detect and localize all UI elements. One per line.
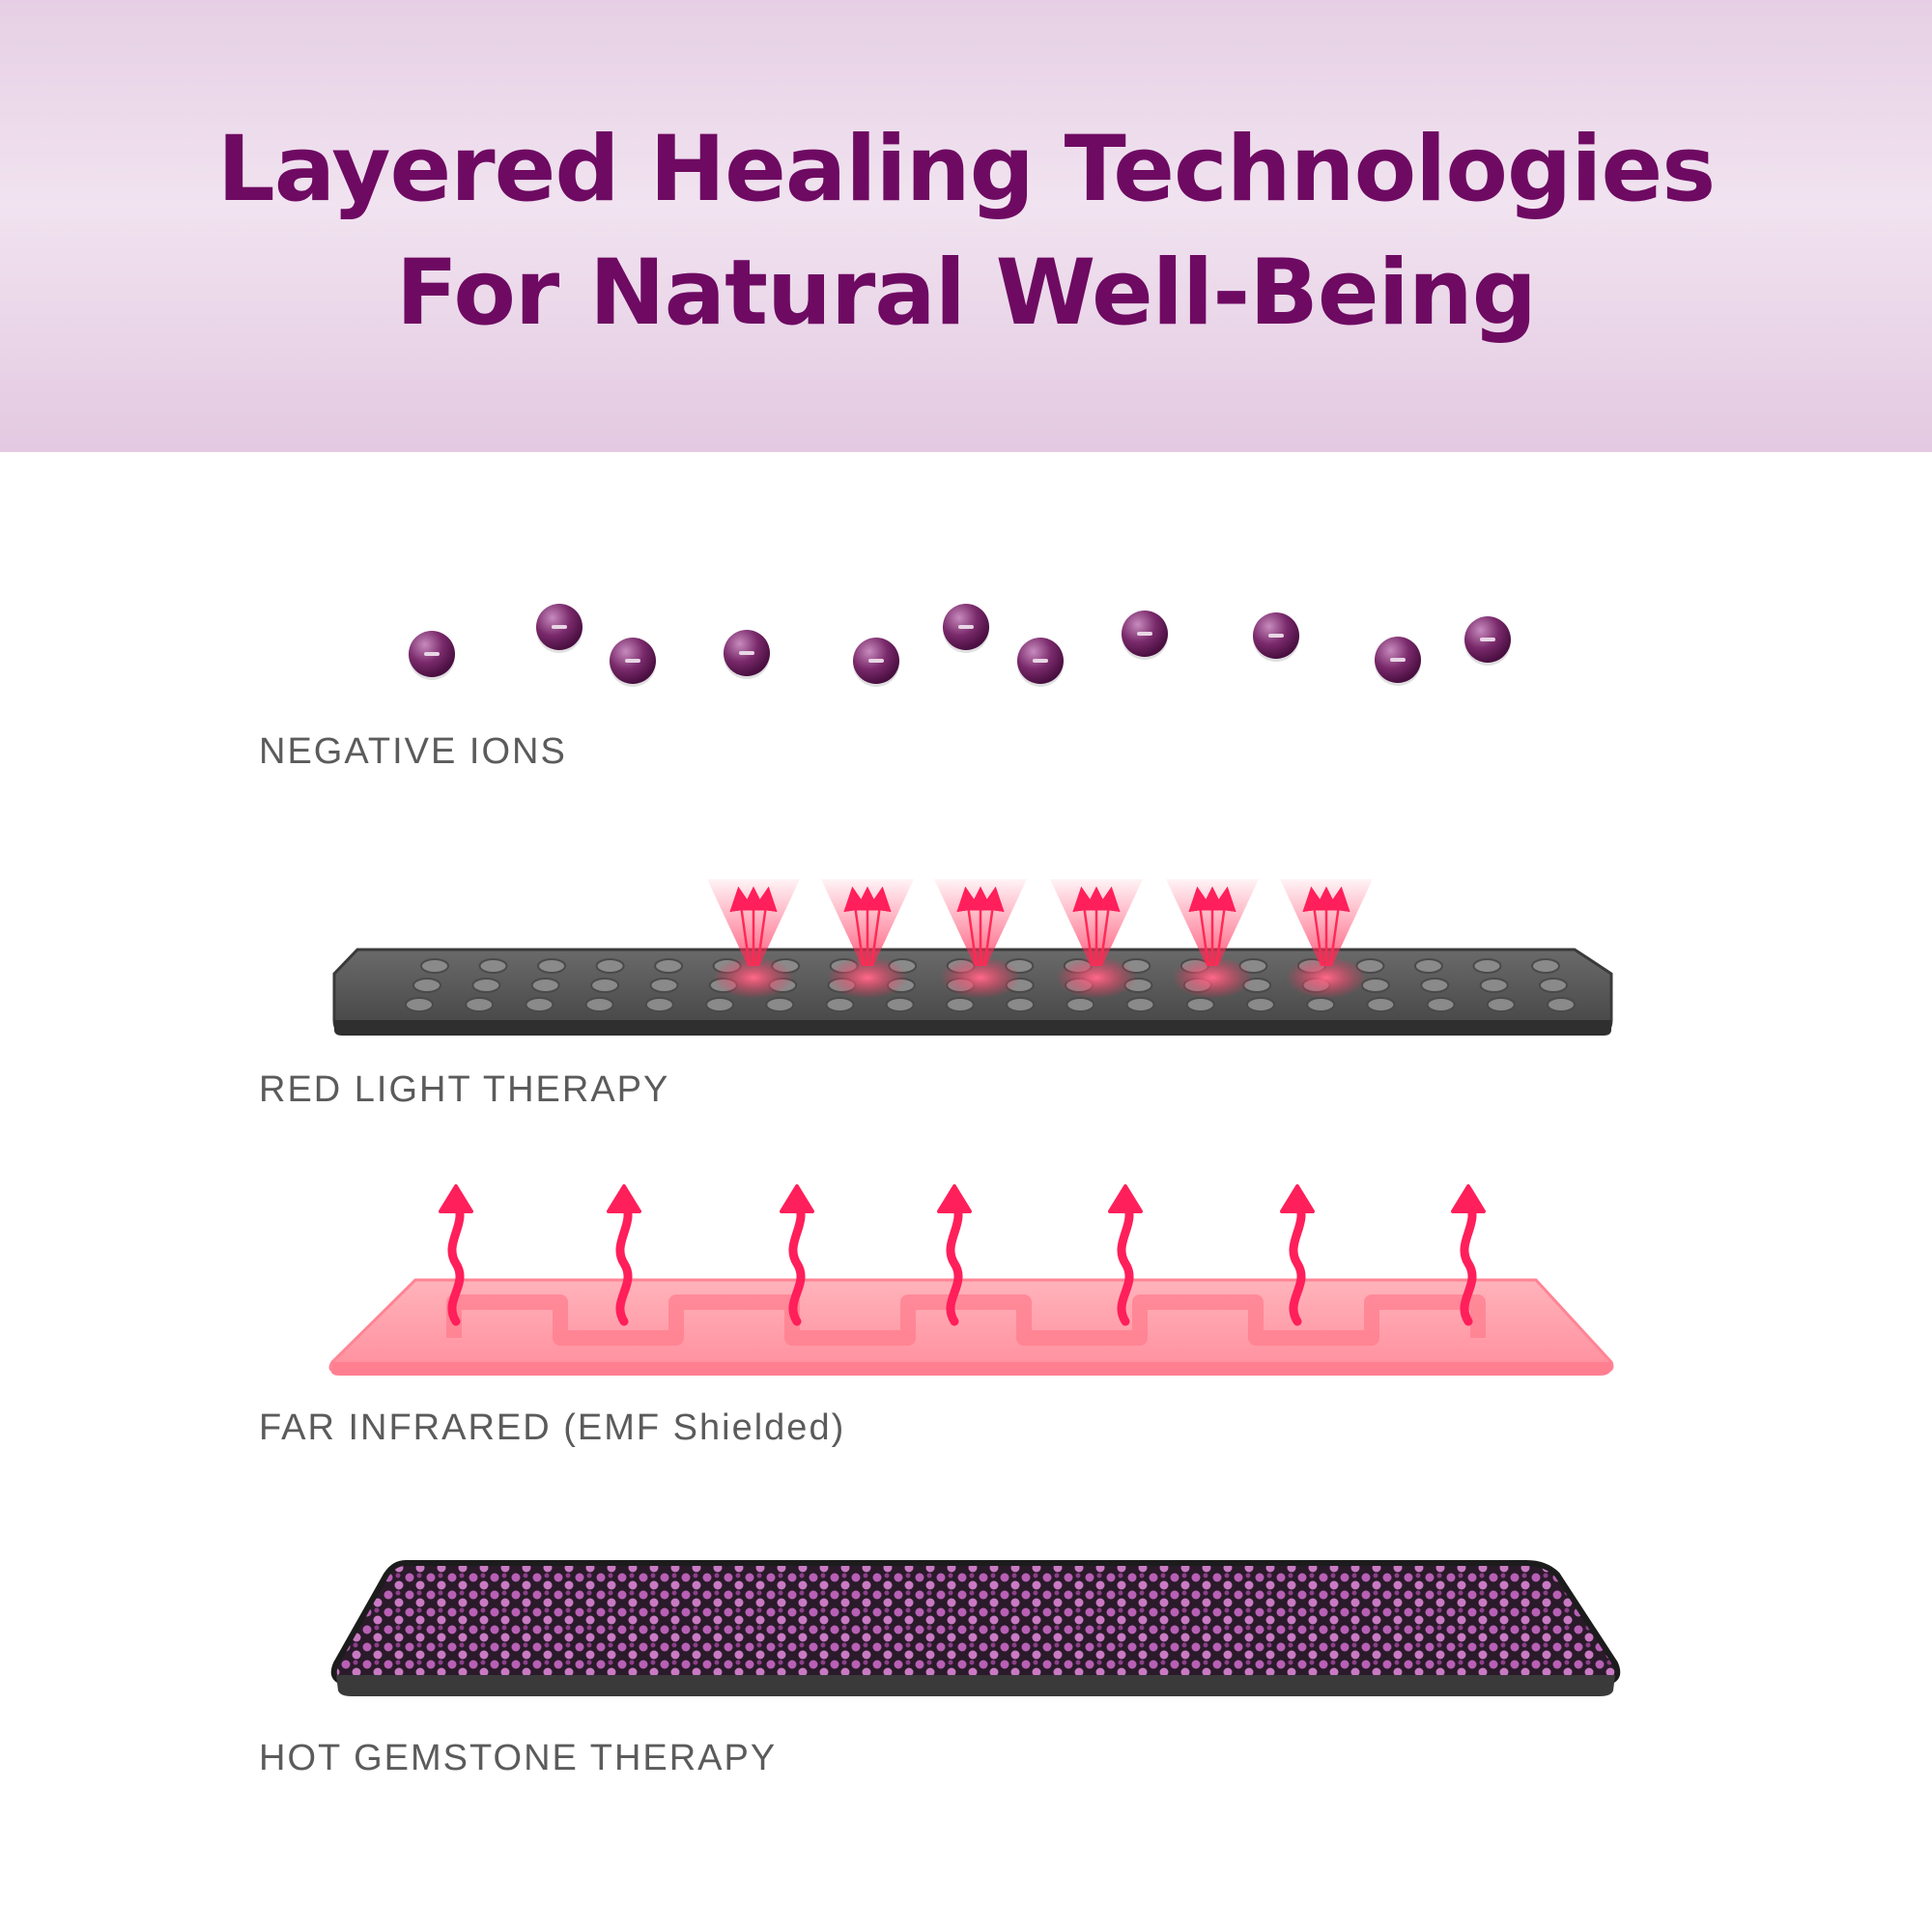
- negative-ion-icon: [1017, 638, 1064, 687]
- gemstone-mat-body: [330, 1560, 1621, 1686]
- led-dot: [525, 997, 554, 1012]
- heat-wave-arrow-icon: [1451, 1184, 1486, 1326]
- led-dot: [1245, 997, 1275, 1012]
- negative-ion-icon: [943, 604, 989, 653]
- page-title: Layered Healing Technologies For Natural…: [0, 108, 1932, 355]
- led-dot: [1413, 958, 1443, 974]
- led-dot: [537, 958, 567, 974]
- led-dot: [654, 958, 684, 974]
- red-light-beam: [1050, 879, 1143, 999]
- led-dot: [465, 997, 495, 1012]
- led-dot: [405, 997, 434, 1012]
- led-dot: [412, 978, 441, 993]
- negative-ion-icon: [853, 638, 899, 687]
- negative-ion-icon: [610, 638, 656, 687]
- negative-ion-icon: [1375, 637, 1421, 686]
- title-line-2: For Natural Well-Being: [395, 241, 1537, 346]
- negative-ions-illustration: [409, 604, 1511, 687]
- red-light-beam: [821, 879, 914, 999]
- negative-ion-icon: [536, 604, 582, 653]
- led-dot: [1539, 978, 1568, 993]
- led-dot: [530, 978, 560, 993]
- led-dot: [1306, 997, 1336, 1012]
- layer-label-negative-ions: NEGATIVE IONS: [259, 731, 567, 772]
- layer-label-red-light-therapy: RED LIGHT THERAPY: [259, 1069, 670, 1110]
- red-light-beam: [1166, 879, 1259, 999]
- led-dot: [584, 997, 614, 1012]
- led-dot: [1426, 997, 1456, 1012]
- led-dot: [644, 997, 674, 1012]
- red-light-mat-illustration: [332, 879, 1613, 1036]
- led-dot: [945, 997, 975, 1012]
- led-dot: [590, 978, 620, 993]
- led-dot: [649, 978, 679, 993]
- heating-coil: [446, 1294, 1486, 1346]
- far-infrared-panel: [328, 1278, 1614, 1374]
- heat-wave-arrow-icon: [1280, 1184, 1315, 1326]
- heat-wave-arrow-icon: [607, 1184, 641, 1326]
- red-light-beam: [1280, 879, 1373, 999]
- led-dot: [1125, 997, 1155, 1012]
- header-banner: [0, 0, 1932, 452]
- led-dot: [1472, 958, 1502, 974]
- negative-ion-icon: [1253, 612, 1299, 662]
- negative-ion-icon: [1122, 611, 1168, 660]
- led-dot: [478, 958, 508, 974]
- led-dot: [1547, 997, 1576, 1012]
- negative-ion-icon: [724, 630, 770, 679]
- led-dot: [1486, 997, 1516, 1012]
- led-dot: [420, 958, 449, 974]
- led-dot: [765, 997, 795, 1012]
- led-dot: [705, 997, 735, 1012]
- red-light-beam: [934, 879, 1027, 999]
- led-dot: [1065, 997, 1095, 1012]
- led-dot: [1006, 997, 1036, 1012]
- led-dot: [595, 958, 625, 974]
- red-light-beam: [707, 879, 800, 999]
- led-dot: [1366, 997, 1396, 1012]
- heat-wave-arrow-icon: [439, 1184, 473, 1326]
- led-dot: [885, 997, 915, 1012]
- negative-ion-icon: [409, 631, 455, 680]
- heat-wave-arrow-icon: [1108, 1184, 1143, 1326]
- heat-wave-arrow-icon: [937, 1184, 972, 1326]
- gemstone-mat-illustration: [330, 1560, 1621, 1696]
- led-dot: [1479, 978, 1509, 993]
- far-infrared-panel-illustration: [328, 1184, 1614, 1376]
- heat-wave-arrow-icon: [780, 1184, 814, 1326]
- layer-label-far-infrared: FAR INFRARED (EMF Shielded): [259, 1407, 846, 1448]
- layer-label-hot-gemstone: HOT GEMSTONE THERAPY: [259, 1738, 778, 1778]
- title-line-1: Layered Healing Technologies: [216, 117, 1716, 222]
- led-dot: [825, 997, 855, 1012]
- negative-ion-icon: [1464, 616, 1511, 666]
- led-dot: [1420, 978, 1450, 993]
- led-dot: [1531, 958, 1560, 974]
- led-dot: [1185, 997, 1215, 1012]
- led-dot: [471, 978, 501, 993]
